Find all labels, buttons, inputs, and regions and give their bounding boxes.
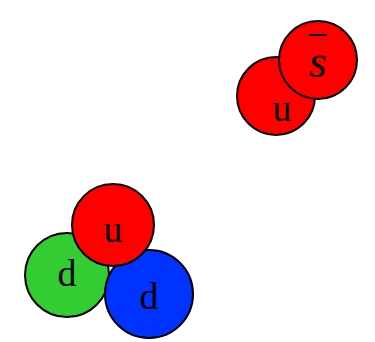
anti-strange-quark-circle: s — [278, 20, 358, 100]
quark-letter: d — [58, 254, 77, 292]
quark-letter: u — [104, 210, 123, 248]
quark-letter: d — [140, 277, 159, 315]
quark-letter: u — [273, 89, 292, 127]
quark-letter: s — [309, 39, 327, 85]
up-quark-circle: u — [71, 183, 155, 267]
